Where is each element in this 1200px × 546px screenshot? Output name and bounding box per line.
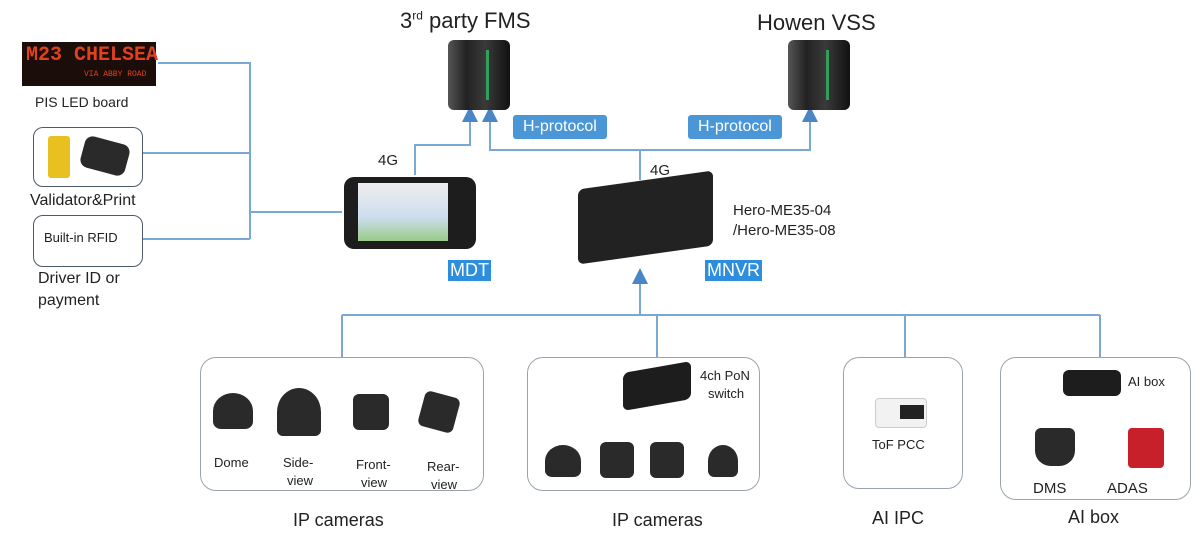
ip-cameras-title-1: IP cameras: [293, 510, 384, 530]
camera-icon: [545, 445, 581, 477]
led-board-icon: M23 CHELSEA VIA ABBY ROAD: [22, 42, 158, 86]
front-view-camera-icon: [353, 394, 389, 430]
camera-icon: [708, 445, 738, 477]
mnvr-model-1: Hero-ME35-04: [733, 202, 832, 219]
switch-label-2: switch: [708, 386, 745, 401]
adas-camera-icon: [1128, 428, 1164, 468]
mdt-4g-label: 4G: [378, 152, 399, 169]
led-board-label: PIS LED board: [35, 94, 129, 110]
camera-icon: [600, 442, 634, 478]
fms-title: 3rd party FMS: [400, 8, 531, 33]
dms-camera-icon: [1035, 428, 1075, 466]
rfid-box: Built-in RFID: [33, 215, 143, 267]
validator-box: [33, 127, 143, 187]
mnvr-label: MNVR: [705, 260, 762, 281]
dms-label: DMS: [1033, 480, 1067, 497]
tof-pcc-label: ToF PCC: [872, 437, 925, 452]
ai-box-title: AI box: [1068, 507, 1120, 527]
ai-box-device-label: AI box: [1128, 374, 1165, 389]
validator-label: Validator&Print: [30, 192, 136, 209]
vss-server-icon: [788, 40, 850, 110]
ip-cameras-group-1: Dome Side- view Front- view Rear- view: [200, 357, 484, 492]
driver-label-1: Driver ID or: [38, 270, 120, 287]
ai-box-device-icon: [1063, 370, 1121, 396]
driver-label-2: payment: [38, 292, 100, 309]
adas-label: ADAS: [1107, 480, 1148, 497]
tof-pcc-icon: [875, 398, 927, 428]
h-protocol-tag-right: H-protocol: [688, 115, 782, 139]
camera-icon: [650, 442, 684, 478]
h-protocol-tag-left: H-protocol: [513, 115, 607, 139]
mdt-label: MDT: [448, 260, 491, 281]
dome-camera-icon: [213, 393, 253, 429]
validator-icon: [48, 136, 70, 178]
fms-server-icon: [448, 40, 510, 110]
mnvr-4g-label: 4G: [650, 162, 671, 179]
mdt-device-icon: [344, 177, 476, 249]
switch-label-1: 4ch PoN: [700, 368, 750, 383]
printer-icon: [78, 134, 132, 178]
vss-title: Howen VSS: [757, 10, 876, 35]
ai-ipc-title: AI IPC: [872, 508, 925, 528]
rear-view-camera-icon: [416, 389, 462, 435]
ip-cameras-title-2: IP cameras: [612, 510, 703, 530]
ai-ipc-group: [843, 357, 963, 489]
mnvr-model-2: /Hero-ME35-08: [733, 222, 836, 239]
side-view-camera-icon: [277, 388, 321, 436]
